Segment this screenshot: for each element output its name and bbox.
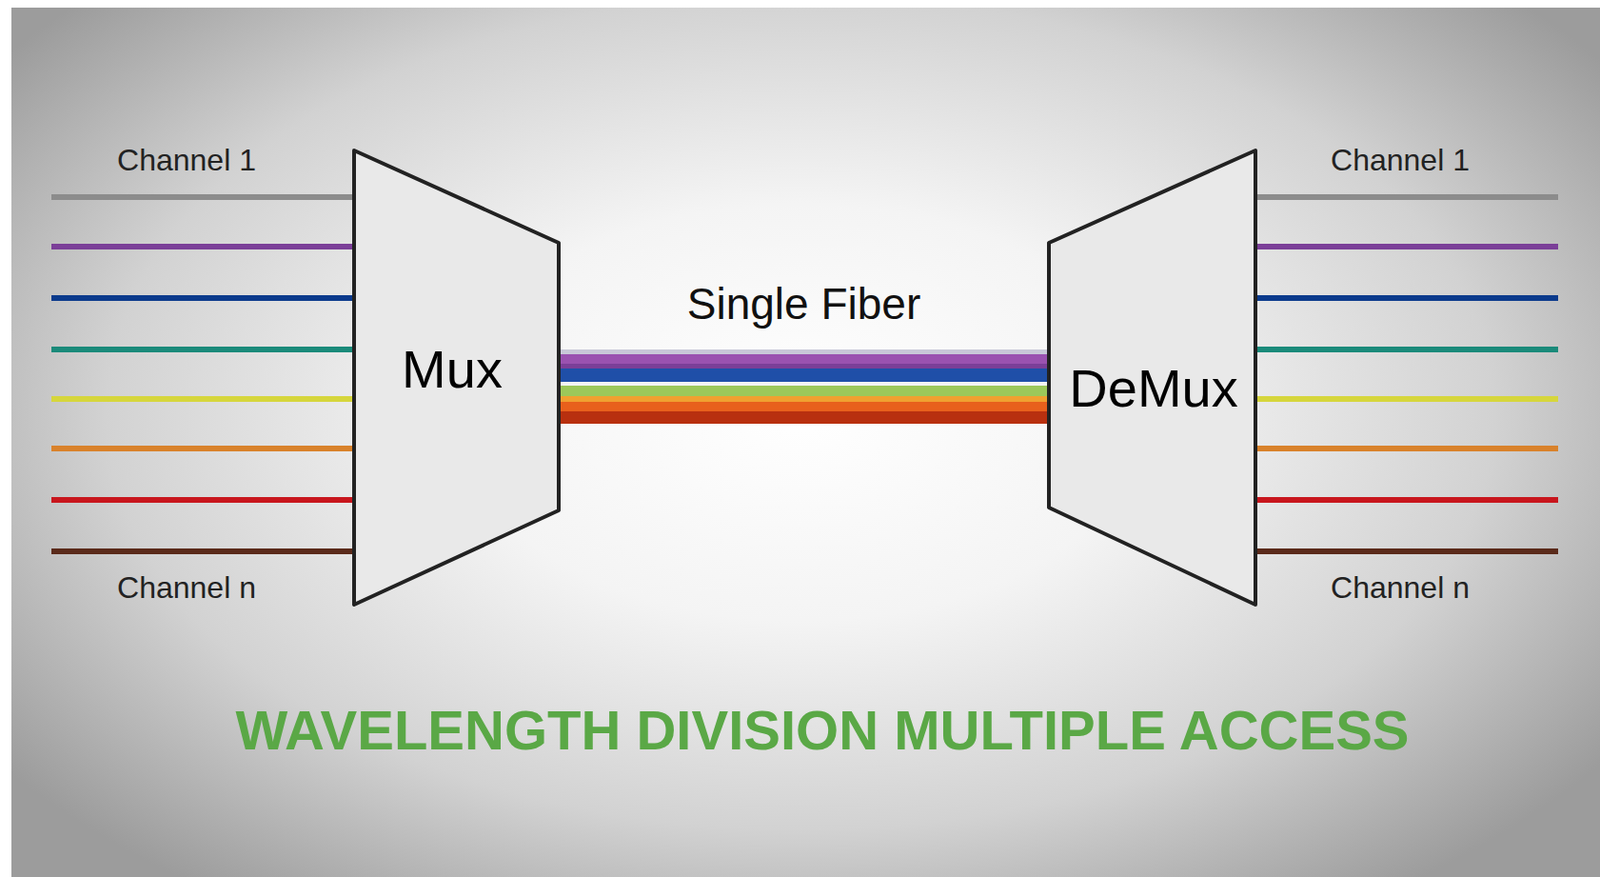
fiber-stripe (556, 401, 1051, 412)
channel-wire (1253, 346, 1559, 353)
channel-wire (51, 445, 356, 452)
channel-wire (51, 243, 356, 250)
channel-wire (1253, 496, 1559, 503)
channel-wire (1253, 295, 1559, 301)
fiber-stripe (556, 385, 1051, 396)
node-label: Mux (401, 342, 503, 396)
channel-label: Channel 1 (117, 144, 257, 176)
fiber-stripe (556, 363, 1051, 369)
trapezoid-node: Mux (354, 150, 559, 605)
channel-wire (1253, 445, 1559, 452)
channel-label: Channel n (1330, 572, 1470, 603)
channel-wire (51, 496, 356, 503)
channel-wire (51, 346, 356, 353)
channel-wire (51, 295, 356, 301)
channel-wire (1253, 395, 1559, 402)
fiber-stripe (556, 411, 1051, 424)
channel-label: Channel 1 (1330, 144, 1470, 176)
channel-wire (1253, 548, 1559, 554)
channel-wire (51, 194, 356, 200)
trapezoid-shape (354, 150, 559, 605)
fiber-band (556, 349, 1051, 424)
channel-wire (1253, 243, 1559, 250)
fiber-stripe (556, 395, 1051, 402)
fiber-stripe (556, 381, 1051, 386)
channel-wire (51, 395, 356, 402)
channel-wire (1253, 194, 1559, 200)
node-label: DeMux (1068, 361, 1238, 415)
diagram-title: WAVELENGTH DIVISION MULTIPLE ACCESS (235, 702, 1409, 758)
channel-wire (51, 548, 356, 554)
fiber-stripe (556, 368, 1051, 382)
channel-label: Channel n (117, 572, 257, 603)
edge-label: Single Fiber (687, 281, 921, 326)
fiber-stripe (556, 354, 1051, 364)
trapezoid-shape (1048, 150, 1256, 605)
trapezoid-node: DeMux (1048, 150, 1256, 605)
fiber-stripe (556, 349, 1051, 355)
